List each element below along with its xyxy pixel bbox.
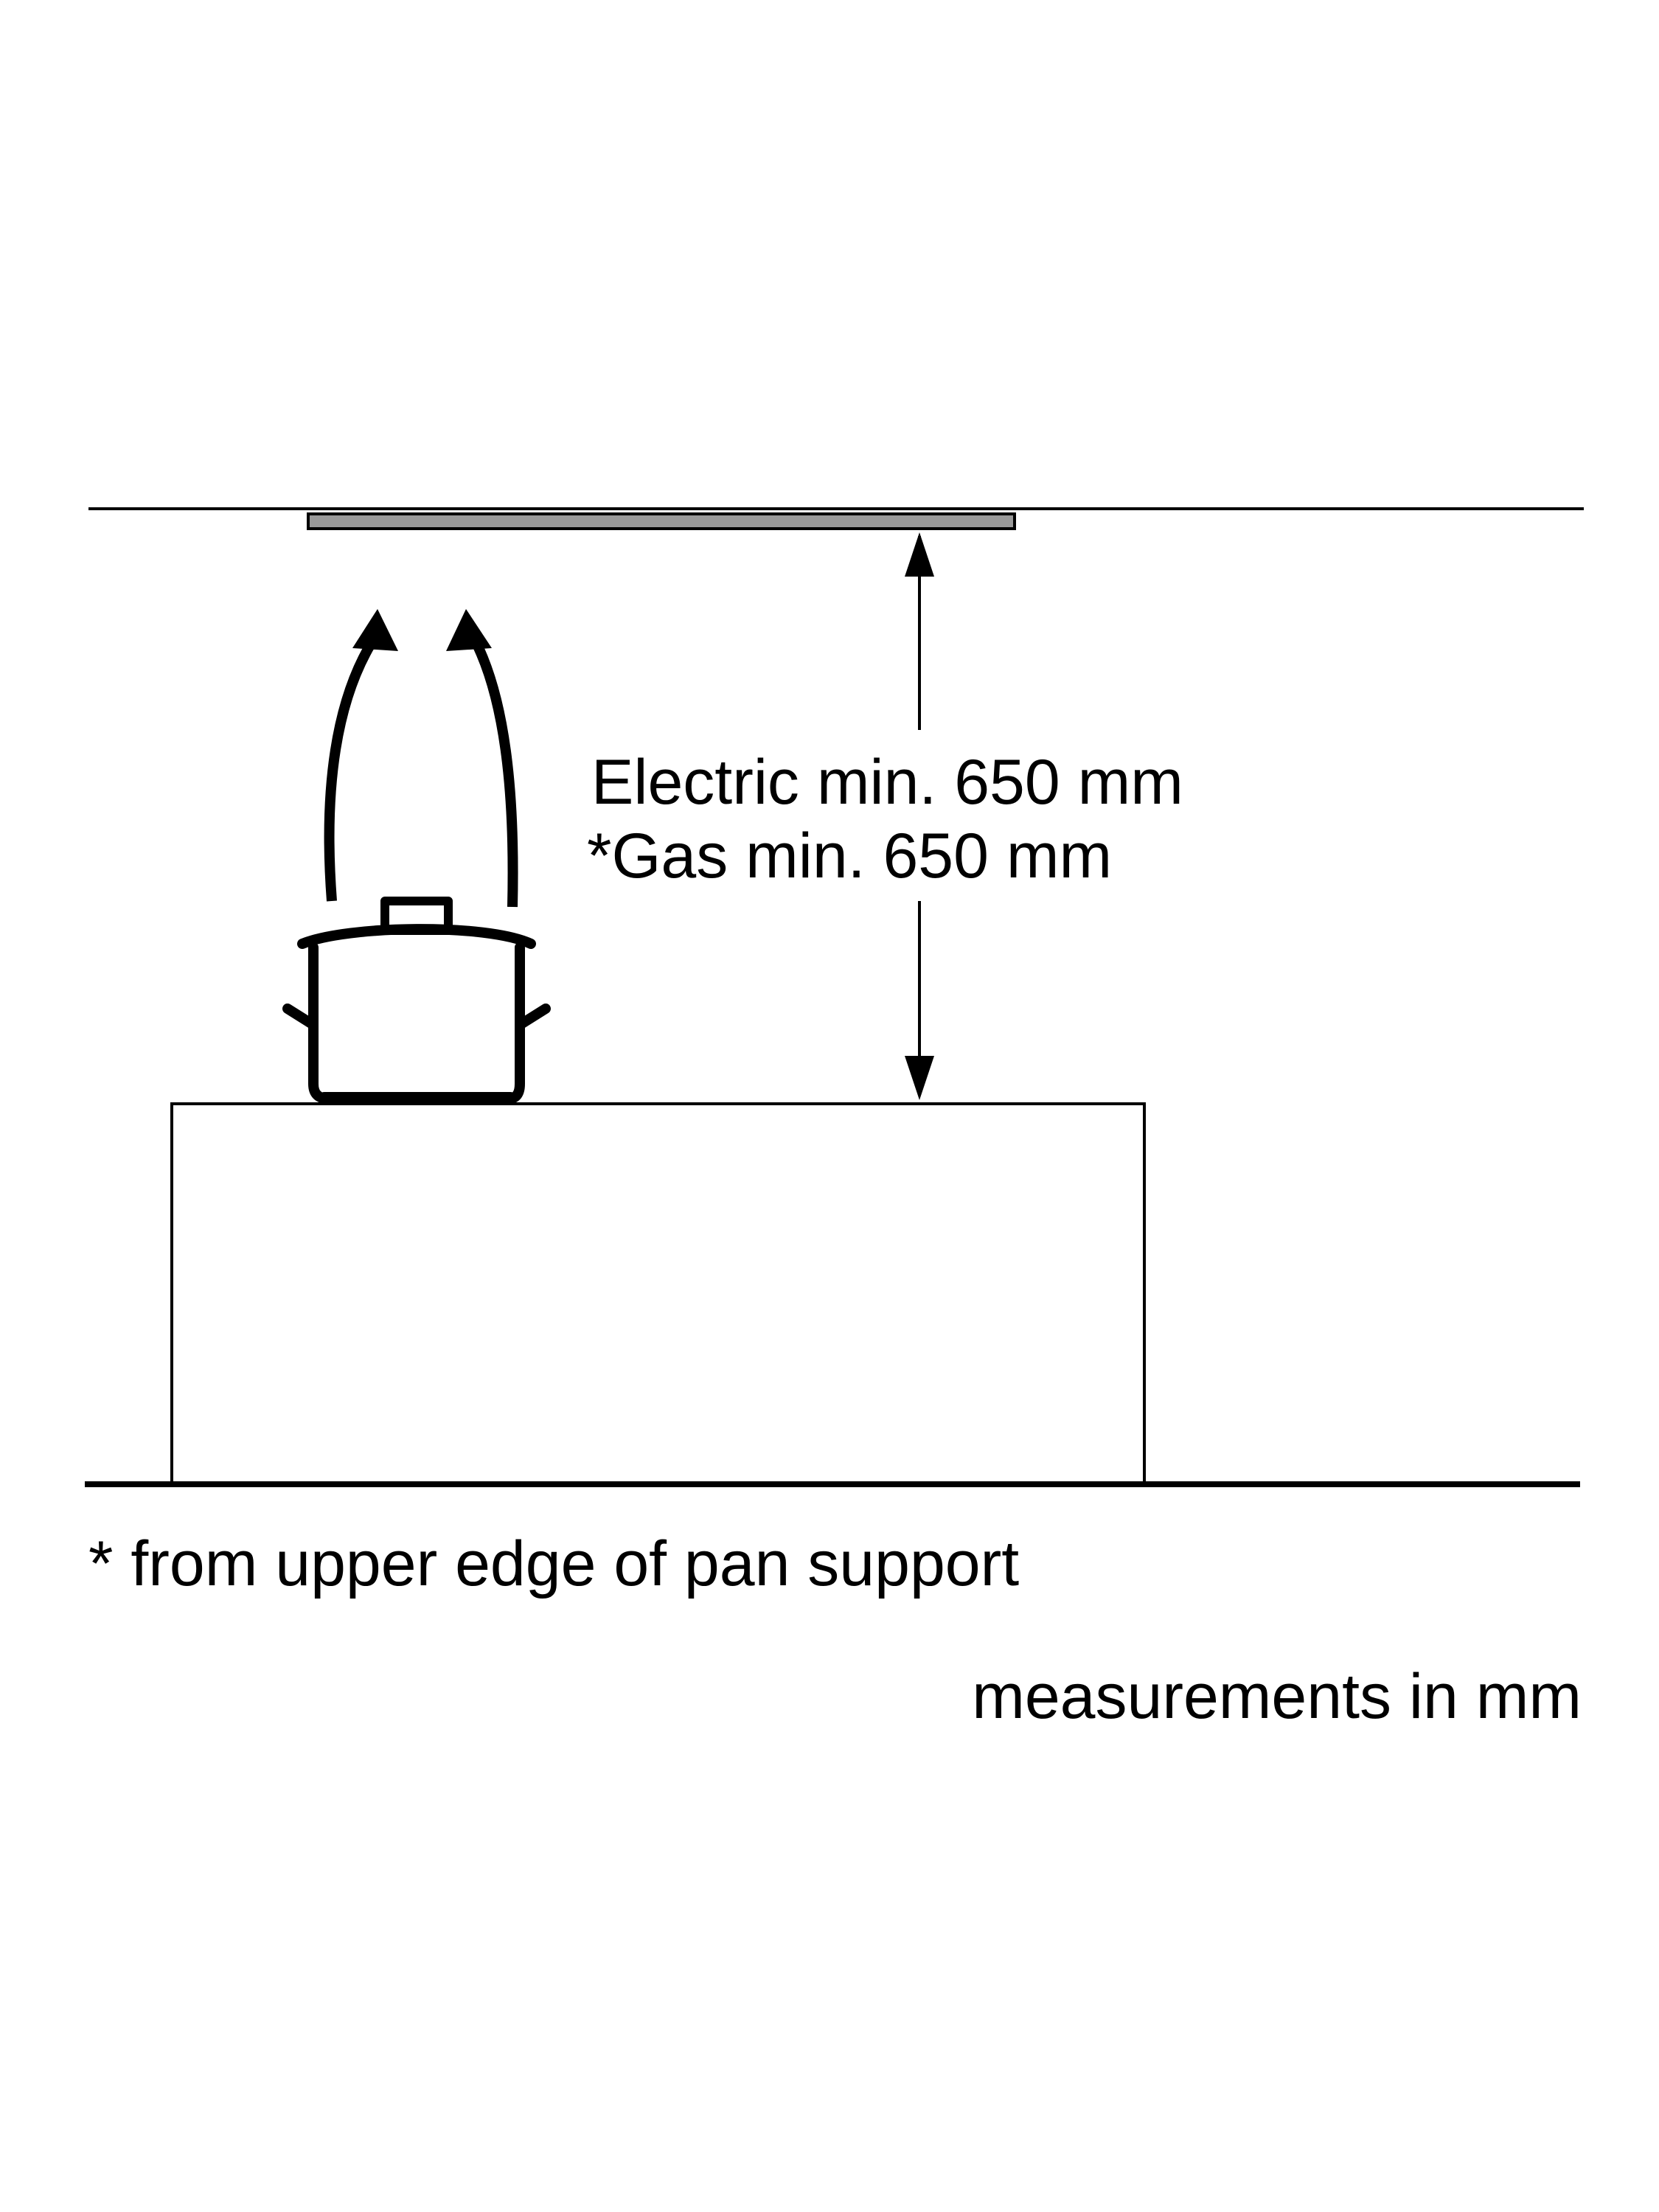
units-note: measurements in mm: [972, 1661, 1582, 1732]
worktop-cabinet: [170, 1102, 1146, 1486]
steam-arrow-icon: [446, 609, 518, 908]
dimension-arrow-icon: [905, 532, 934, 1100]
electric-clearance-label: Electric min. 650 mm: [591, 747, 1183, 818]
hood-panel: [307, 512, 1016, 530]
gas-clearance-label: *Gas min. 650 mm: [587, 821, 1112, 891]
footnote: * from upper edge of pan support: [88, 1528, 1019, 1599]
steam-arrow-icon: [324, 609, 398, 902]
cooking-pot-icon: [282, 897, 551, 1105]
